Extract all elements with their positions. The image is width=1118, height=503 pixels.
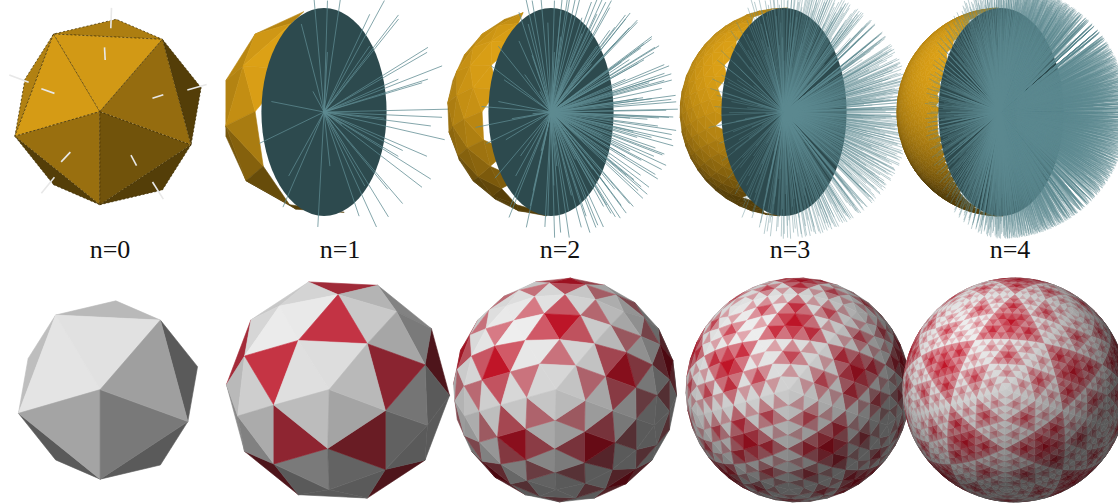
normals-panel [226, 0, 451, 227]
normal-tick [111, 8, 112, 28]
normals-panel [448, 0, 678, 238]
shaded-panel [18, 301, 197, 479]
normal-tick [41, 177, 54, 193]
normals-panel [9, 8, 206, 205]
normals-panel [680, 0, 910, 239]
shaded-panel [686, 278, 910, 502]
normal-tick [105, 47, 106, 60]
shaded-panel [453, 278, 676, 502]
normals-panel [897, 0, 1118, 239]
shaded-panel [226, 282, 449, 498]
